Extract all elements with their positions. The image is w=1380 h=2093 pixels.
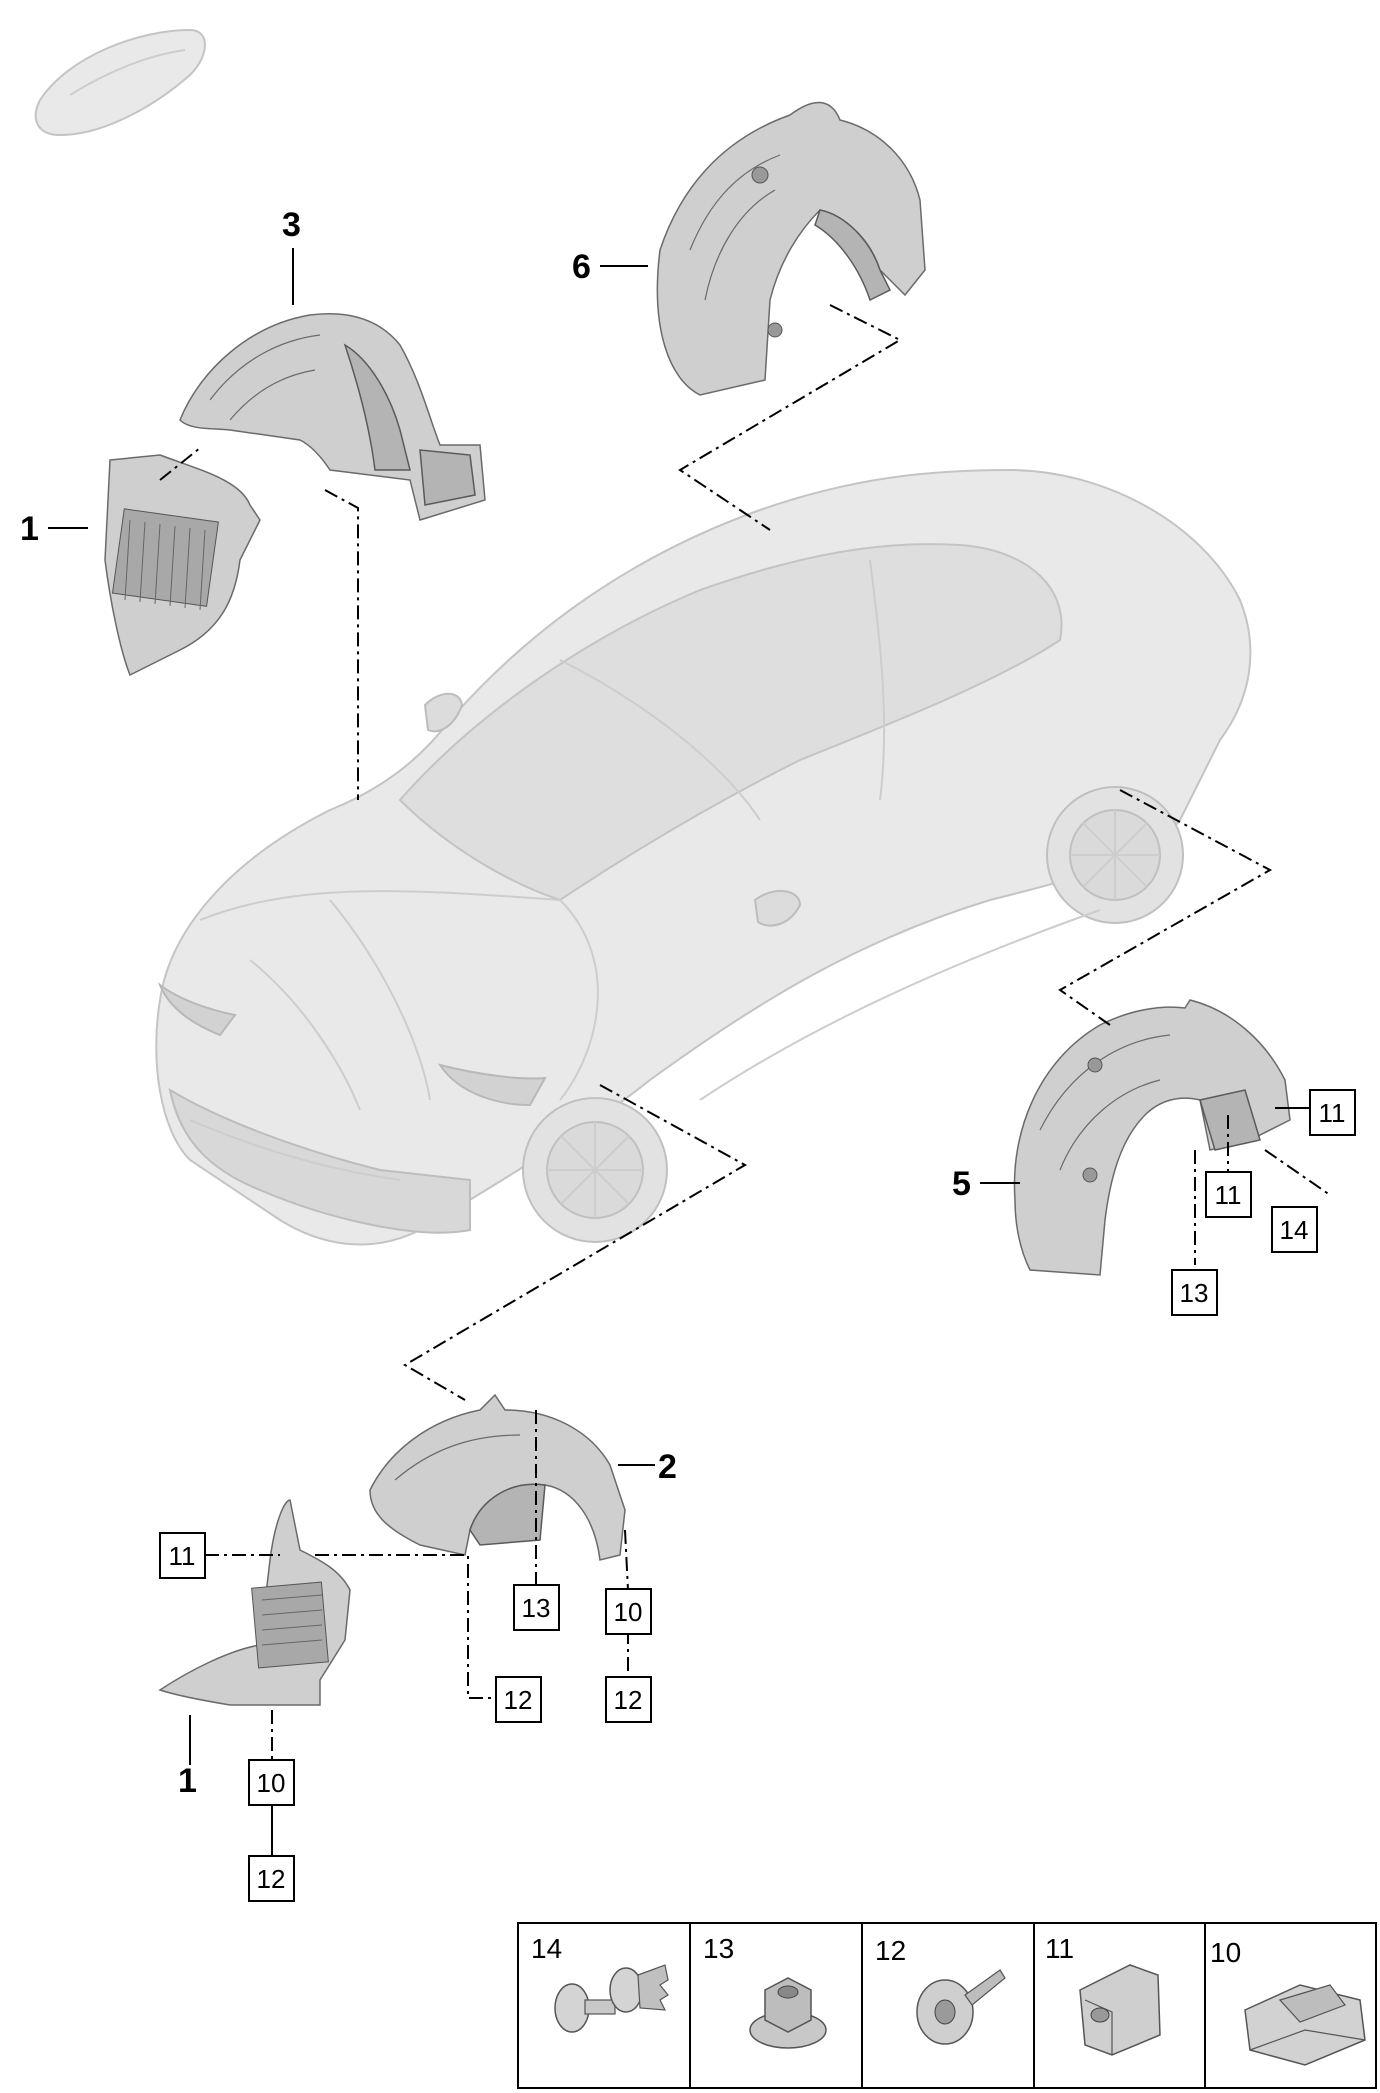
svg-text:14: 14 bbox=[1280, 1215, 1309, 1245]
svg-text:11: 11 bbox=[169, 1541, 196, 1571]
callout-2: 2 bbox=[658, 1448, 677, 1486]
leader-lines bbox=[48, 248, 1310, 1857]
fastener-box-10-front: 10 bbox=[605, 1588, 652, 1635]
svg-text:10: 10 bbox=[614, 1597, 643, 1627]
legend-item-13: 13 bbox=[703, 1933, 827, 2049]
callout-5: 5 bbox=[952, 1165, 971, 1203]
vehicle-illustration bbox=[155, 468, 1252, 1246]
svg-text:10: 10 bbox=[1210, 1937, 1241, 1968]
callout-1-bottom: 1 bbox=[178, 1762, 197, 1800]
vehicle-thumbnail-icon bbox=[34, 28, 206, 137]
fastener-box-13-rear: 13 bbox=[1171, 1269, 1218, 1316]
screw-icon bbox=[916, 1969, 1006, 2045]
legend-item-12: 12 bbox=[875, 1935, 1006, 2045]
svg-text:12: 12 bbox=[257, 1864, 286, 1894]
spring-clip-icon bbox=[1244, 1984, 1366, 2066]
callout-3: 3 bbox=[282, 206, 301, 244]
fastener-box-11-rear-lower: 11 bbox=[1205, 1171, 1252, 1218]
fastener-box-11-rear-upper: 11 bbox=[1309, 1089, 1356, 1136]
callout-6: 6 bbox=[572, 248, 591, 286]
svg-text:11: 11 bbox=[1319, 1098, 1346, 1128]
svg-text:12: 12 bbox=[614, 1685, 643, 1715]
svg-text:13: 13 bbox=[1180, 1278, 1209, 1308]
legend-item-11: 11 bbox=[1045, 1933, 1161, 2056]
svg-text:12: 12 bbox=[504, 1685, 533, 1715]
part-5-rear-wheel-arch-liner bbox=[1013, 999, 1291, 1276]
expanding-rivet-icon bbox=[554, 1964, 669, 2033]
svg-text:13: 13 bbox=[703, 1933, 734, 1964]
fastener-legend: 14 13 12 bbox=[517, 1922, 1377, 2089]
fastener-box-10-bottom: 10 bbox=[248, 1759, 295, 1806]
clip-nut-icon bbox=[1079, 1964, 1161, 2056]
fastener-box-12-front-right: 12 bbox=[605, 1676, 652, 1723]
legend-item-10: 10 bbox=[1210, 1937, 1366, 2066]
fastener-box-14-rear: 14 bbox=[1271, 1206, 1318, 1253]
part-2-front-wheel-arch-liner bbox=[369, 1393, 626, 1561]
svg-text:11: 11 bbox=[1215, 1180, 1242, 1210]
fastener-box-12-front-mid: 12 bbox=[495, 1676, 542, 1723]
assembly-lines bbox=[159, 304, 1331, 1401]
svg-text:12: 12 bbox=[875, 1935, 906, 1966]
svg-text:14: 14 bbox=[531, 1933, 562, 1964]
fastener-box-11-front: 11 bbox=[159, 1532, 206, 1579]
legend-item-14: 14 bbox=[531, 1933, 669, 2033]
part-3-front-wheel-arch-liner bbox=[179, 313, 486, 521]
svg-text:13: 13 bbox=[522, 1593, 551, 1623]
fastener-box-13-front: 13 bbox=[513, 1584, 560, 1631]
callout-1-top: 1 bbox=[20, 510, 39, 548]
part-6-rear-wheel-arch-liner bbox=[656, 101, 926, 396]
fastener-box-12-bottom: 12 bbox=[248, 1855, 295, 1902]
part-1-front-liner-section-lower bbox=[158, 1499, 351, 1706]
part-1-front-liner-section bbox=[104, 454, 261, 677]
svg-text:11: 11 bbox=[1045, 1933, 1074, 1964]
flange-nut-icon bbox=[749, 1977, 827, 2049]
svg-text:10: 10 bbox=[257, 1768, 286, 1798]
